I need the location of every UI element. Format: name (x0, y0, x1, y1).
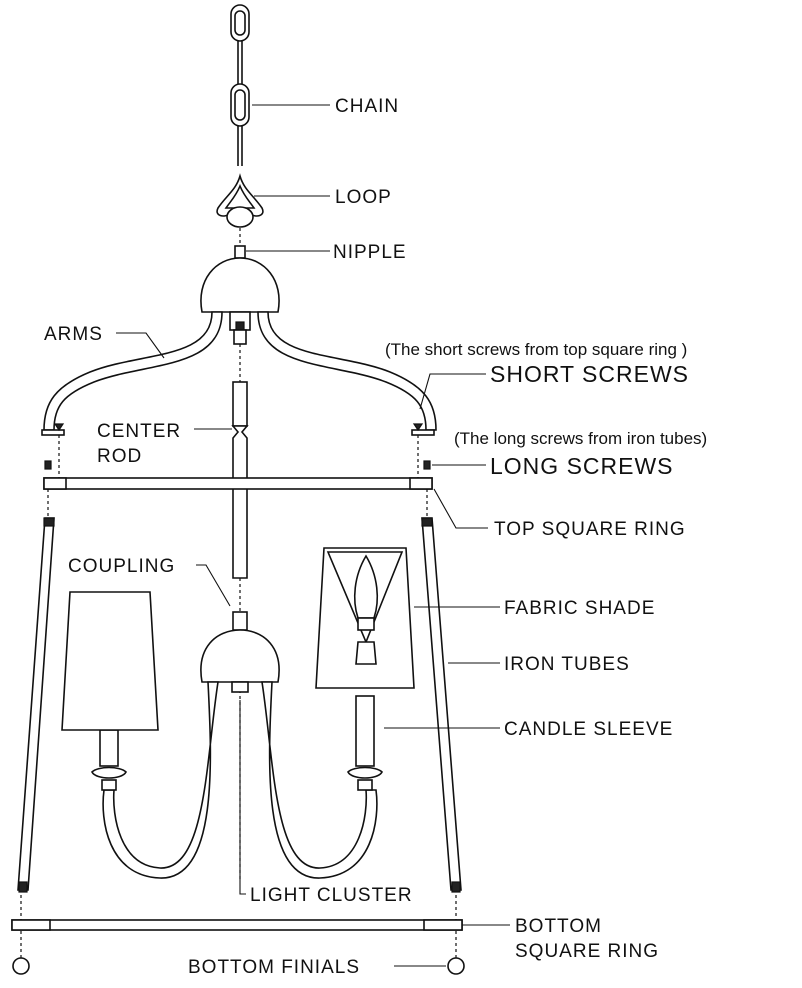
label-fabric-shade: FABRIC SHADE (504, 598, 655, 619)
bottom-finials (12, 957, 465, 975)
label-loop: LOOP (335, 187, 392, 208)
loop (216, 173, 264, 246)
nipple (234, 245, 246, 259)
label-long-screws: LONG SCREWS (490, 453, 674, 479)
chain (230, 4, 250, 166)
right-fabric-shade (315, 547, 415, 689)
label-center-rod-1: CENTER (97, 421, 181, 442)
label-arms: ARMS (44, 324, 103, 345)
label-short-screws: SHORT SCREWS (490, 361, 689, 387)
long-screws (44, 460, 431, 470)
coupling (232, 611, 248, 631)
label-bottom-finials: BOTTOM FINIALS (188, 957, 360, 978)
label-light-cluster: LIGHT CLUSTER (250, 885, 413, 906)
label-chain: CHAIN (335, 96, 399, 117)
arms (41, 311, 437, 436)
left-fabric-shade (61, 591, 159, 731)
label-nipple: NIPPLE (333, 242, 407, 263)
center-rod (231, 344, 249, 612)
iron-tubes (17, 517, 462, 893)
label-center-rod-2: ROD (97, 446, 142, 467)
top-canopy (200, 257, 280, 345)
note-short-screws: (The short screws from top square ring ) (385, 340, 687, 359)
label-bottom-square-ring-2: SQUARE RING (515, 941, 659, 962)
label-candle-sleeve: CANDLE SLEEVE (504, 719, 673, 740)
label-iron-tubes: IRON TUBES (504, 654, 630, 675)
top-square-ring (43, 477, 433, 490)
left-candle-cup (91, 729, 127, 791)
label-coupling: COUPLING (68, 556, 175, 577)
note-long-screws: (The long screws from iron tubes) (454, 429, 707, 448)
leader-lines (116, 104, 510, 967)
label-bottom-square-ring-1: BOTTOM (515, 916, 602, 937)
bottom-square-ring (11, 919, 463, 931)
label-top-square-ring: TOP SQUARE RING (494, 519, 686, 540)
labels: CHAIN LOOP NIPPLE ARMS (The short screws… (44, 96, 707, 978)
short-screws (53, 423, 424, 432)
candle-sleeve (347, 695, 383, 791)
